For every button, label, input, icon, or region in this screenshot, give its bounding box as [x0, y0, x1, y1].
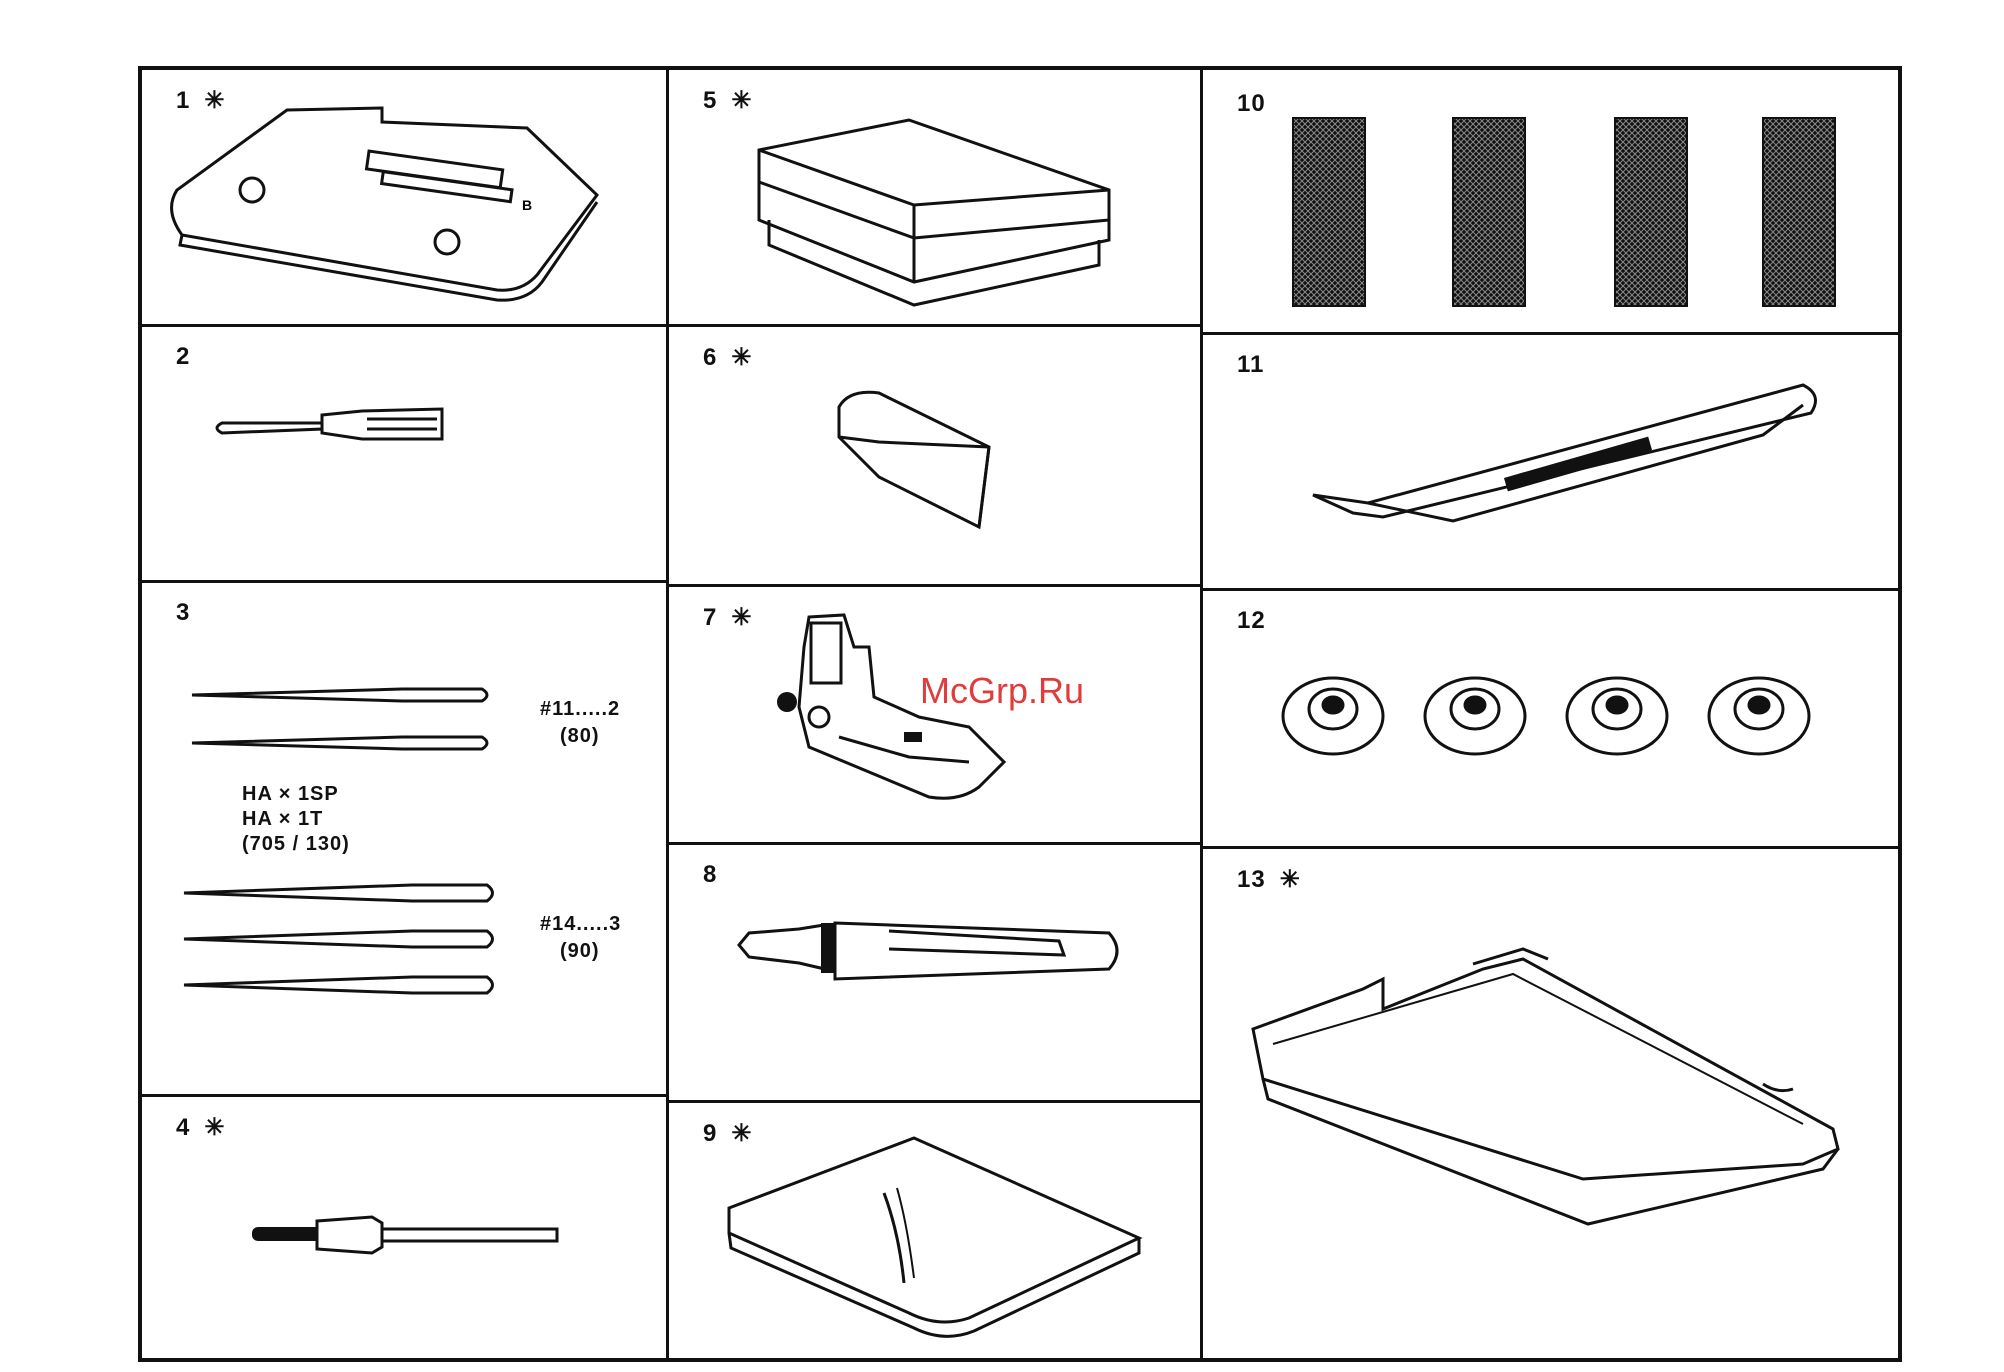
watermark: McGrp.Ru — [920, 670, 1084, 712]
tweezers-icon — [1203, 335, 1898, 588]
cell-item-7: 7✳ — [669, 587, 1200, 842]
cell-item-2: 2 — [142, 327, 666, 580]
cell-item-8: 8 — [669, 845, 1200, 1100]
needles-icon — [142, 583, 666, 1094]
brush-icon — [669, 327, 1200, 584]
needle-type-1: HA × 1SP — [242, 783, 339, 806]
tray-icon — [1203, 849, 1898, 1358]
spool-nets-icon — [1203, 70, 1898, 332]
border-bottom — [138, 1358, 1902, 1362]
needle-plate-icon: B — [142, 70, 666, 324]
needle-type-2: HA × 1T — [242, 808, 323, 831]
cell-item-6: 6✳ — [669, 327, 1200, 584]
border-right — [1898, 66, 1902, 1362]
presser-foot-icon — [669, 587, 1200, 842]
screwdriver-icon — [142, 327, 666, 580]
svg-text:B: B — [522, 197, 532, 213]
cell-item-5: 5✳ — [669, 70, 1200, 324]
cell-item-4: 4✳ — [142, 1097, 666, 1358]
needle-size-a: #11.....2 — [540, 698, 620, 721]
cell-item-12: 12 — [1203, 591, 1898, 846]
cell-item-13: 13✳ — [1203, 849, 1898, 1358]
cell-item-9: 9✳ — [669, 1103, 1200, 1358]
needle-size-b-metric: (90) — [560, 940, 600, 963]
pen-icon — [669, 845, 1200, 1100]
cell-item-3: 3 #11.....2 (80) HA × 1SP HA × 1T (705 /… — [142, 583, 666, 1094]
tool-icon — [142, 1097, 666, 1358]
cell-item-1: 1✳ B — [142, 70, 666, 324]
cloth-icon — [669, 1103, 1200, 1358]
bobbins-icon — [1203, 591, 1898, 846]
needle-size-b: #14.....3 — [540, 913, 621, 936]
cell-item-10: 10 — [1203, 70, 1898, 332]
needle-type-3: (705 / 130) — [242, 833, 350, 856]
cell-item-11: 11 — [1203, 335, 1898, 588]
needle-size-a-metric: (80) — [560, 725, 600, 748]
box-icon — [669, 70, 1200, 324]
